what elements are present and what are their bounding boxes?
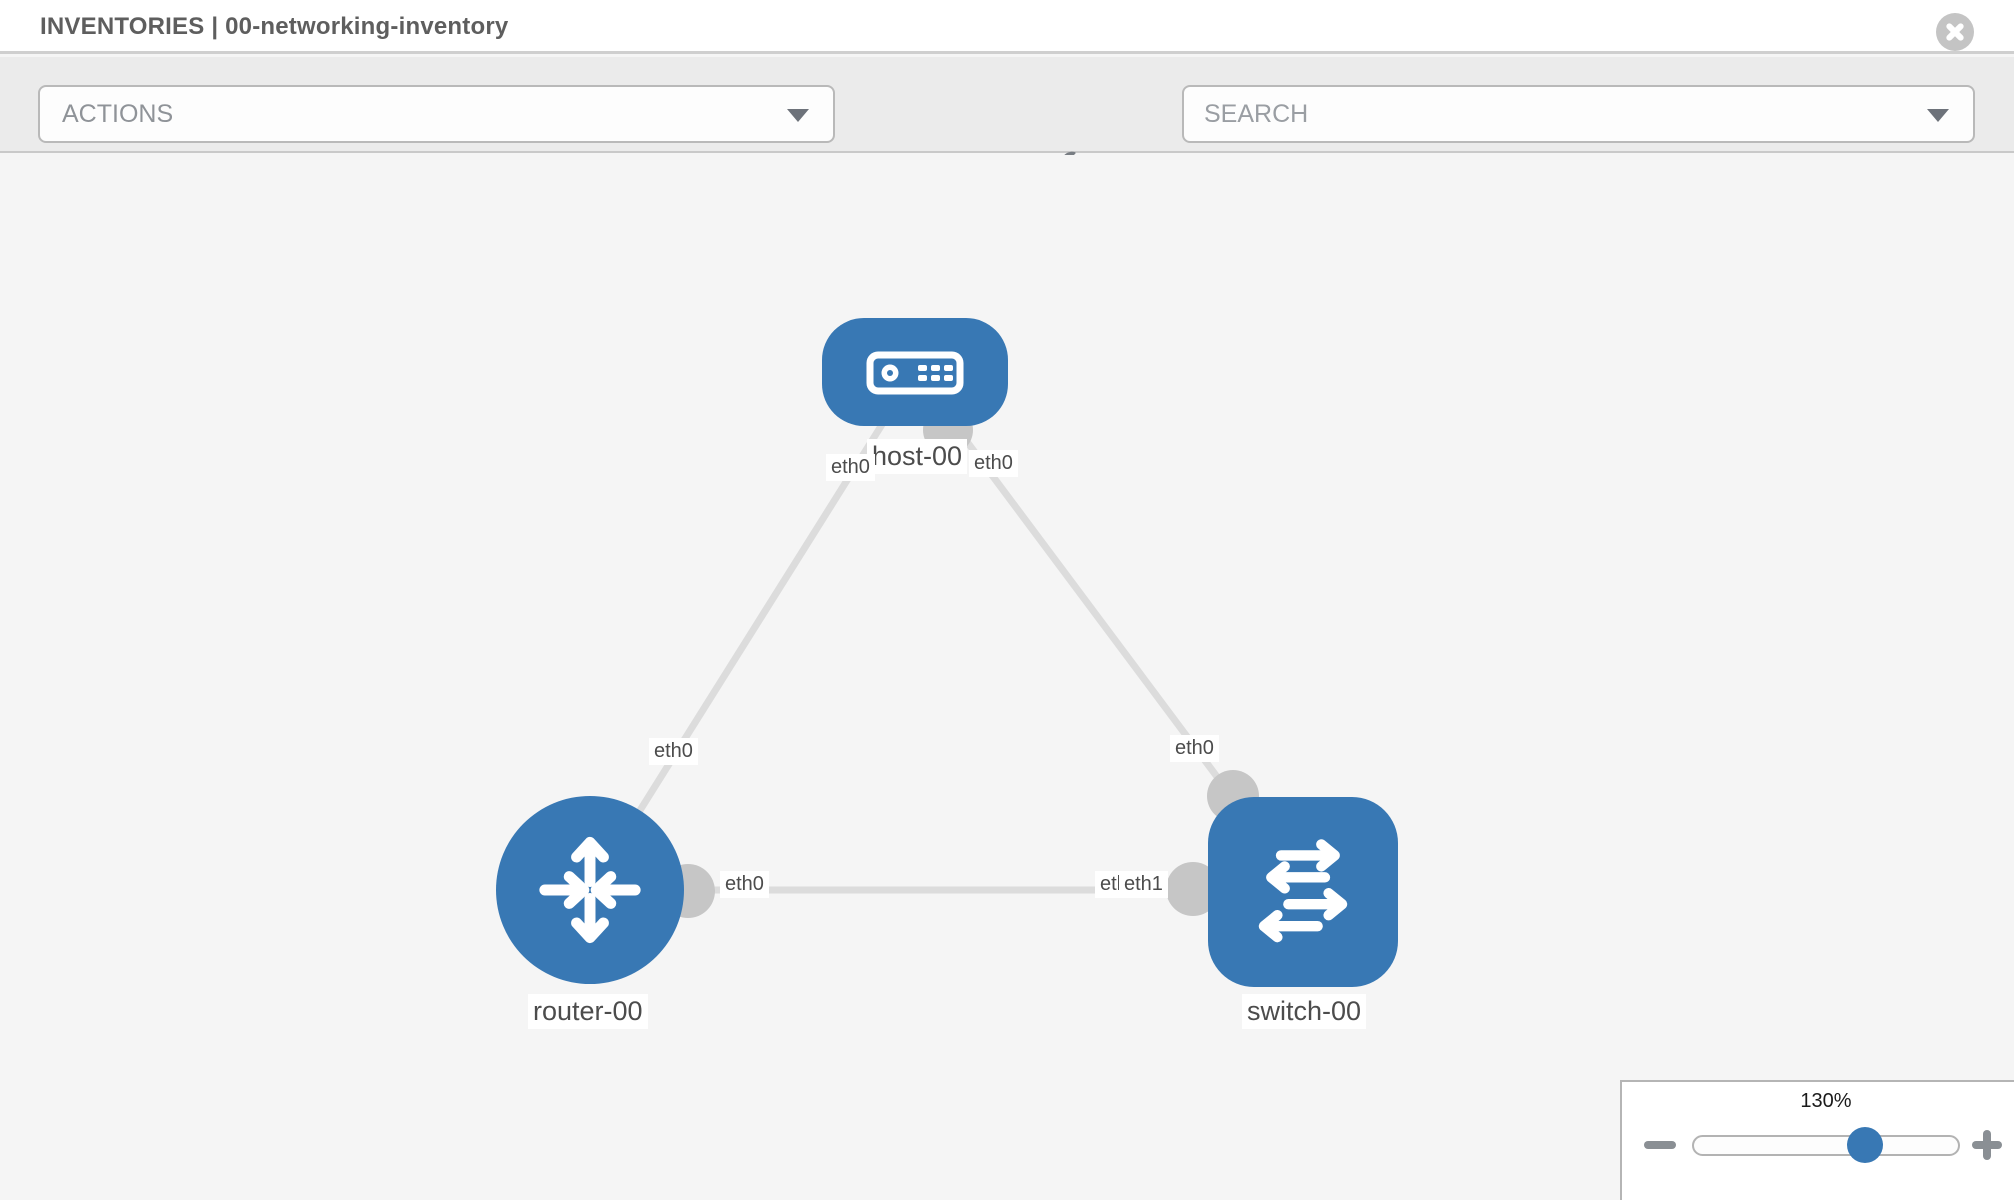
interface-label: eth0 [969, 450, 1018, 477]
interface-label: eth0 [649, 738, 698, 765]
interface-label: eth1 [1119, 871, 1168, 898]
toolbar: ACTIONS [0, 57, 2014, 190]
zoom-panel: 130% [1620, 1080, 2014, 1200]
zoom-slider-track[interactable] [1692, 1135, 1960, 1156]
interface-label: eth0 [826, 454, 875, 481]
node-label-router: router-00 [528, 994, 648, 1029]
chevron-down-icon [1927, 109, 1949, 122]
close-icon[interactable] [1936, 13, 1974, 51]
links-layer [587, 369, 1306, 895]
host-icon [866, 351, 964, 395]
zoom-slider-handle[interactable] [1847, 1127, 1883, 1163]
interface-label: eth0 [1170, 735, 1219, 762]
topology-canvas[interactable]: host-00 router-00 switch-00 eth0 eth0 et… [0, 155, 2014, 1200]
page-title: INVENTORIES | 00-networking-inventory [40, 13, 509, 40]
header: INVENTORIES | 00-networking-inventory [0, 0, 2014, 54]
actions-dropdown-label: ACTIONS [62, 100, 174, 128]
node-switch[interactable] [1208, 797, 1398, 987]
router-icon [539, 836, 641, 944]
node-router[interactable] [496, 796, 684, 984]
switch-icon [1258, 839, 1348, 943]
zoom-out-icon[interactable] [1644, 1141, 1676, 1149]
node-label-host: host-00 [867, 439, 968, 474]
actions-dropdown[interactable]: ACTIONS [38, 85, 835, 143]
zoom-in-icon [1983, 1130, 1991, 1160]
search-input[interactable] [1204, 89, 1894, 139]
node-label-switch: switch-00 [1242, 994, 1367, 1029]
search-dropdown[interactable] [1182, 85, 1975, 143]
chevron-down-icon [787, 109, 809, 122]
zoom-in-button[interactable] [1967, 1125, 2007, 1165]
node-host[interactable] [822, 318, 1008, 426]
interface-label: eth0 [720, 871, 769, 898]
zoom-level: 130% [1800, 1090, 1852, 1112]
